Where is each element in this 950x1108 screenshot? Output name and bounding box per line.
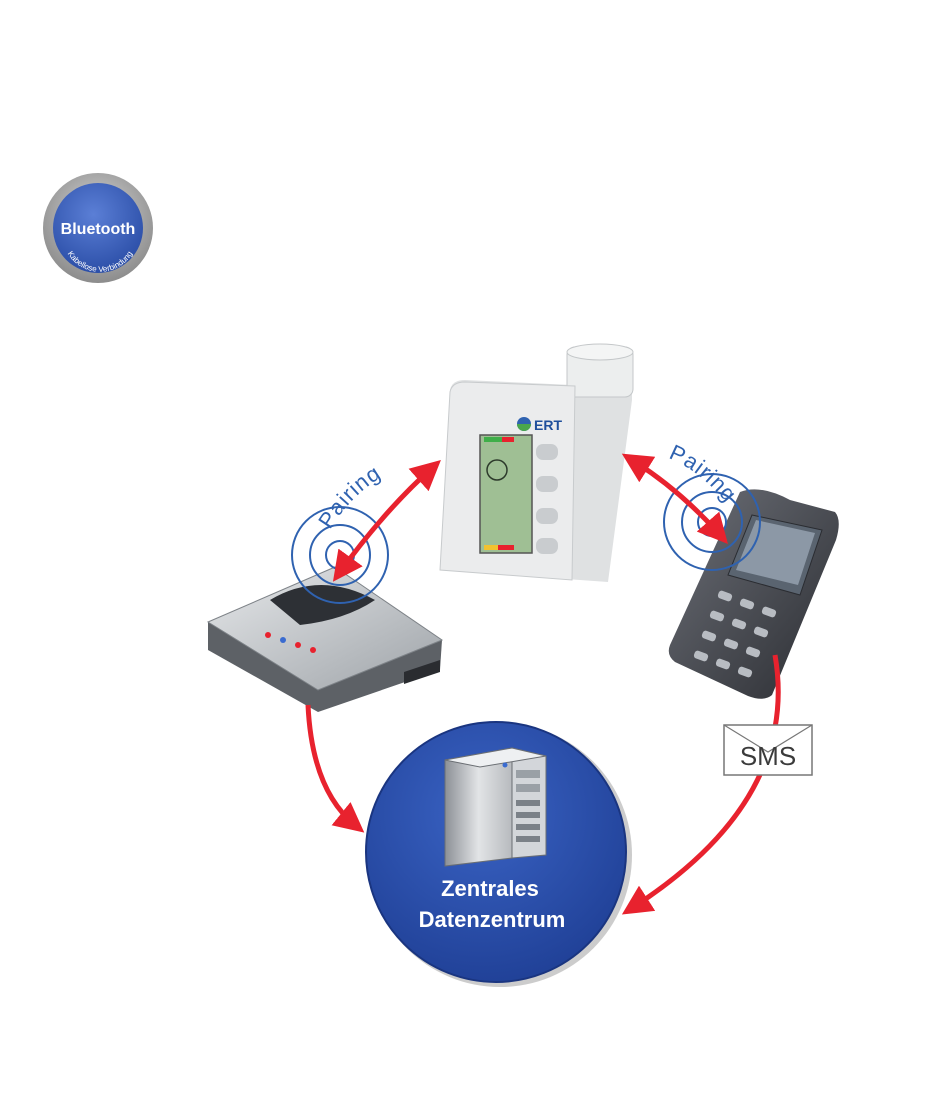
sms-envelope: SMS	[724, 725, 812, 775]
sms-label: SMS	[740, 741, 796, 771]
mobile-phone	[669, 489, 839, 698]
datacenter-line2: Datenzentrum	[419, 907, 566, 932]
arrow-router-datacenter	[308, 705, 355, 825]
ert-device: ERT	[440, 344, 633, 582]
svg-text:Pairing: Pairing	[666, 440, 742, 507]
server-icon	[445, 748, 546, 866]
arrow-router-device	[340, 468, 432, 572]
ert-brand: ERT	[534, 417, 562, 433]
datacenter: Zentrales Datenzentrum	[366, 722, 632, 987]
router-device	[208, 567, 442, 712]
pairing-label-right: Pairing	[666, 440, 742, 507]
datacenter-line1: Zentrales	[441, 876, 539, 901]
